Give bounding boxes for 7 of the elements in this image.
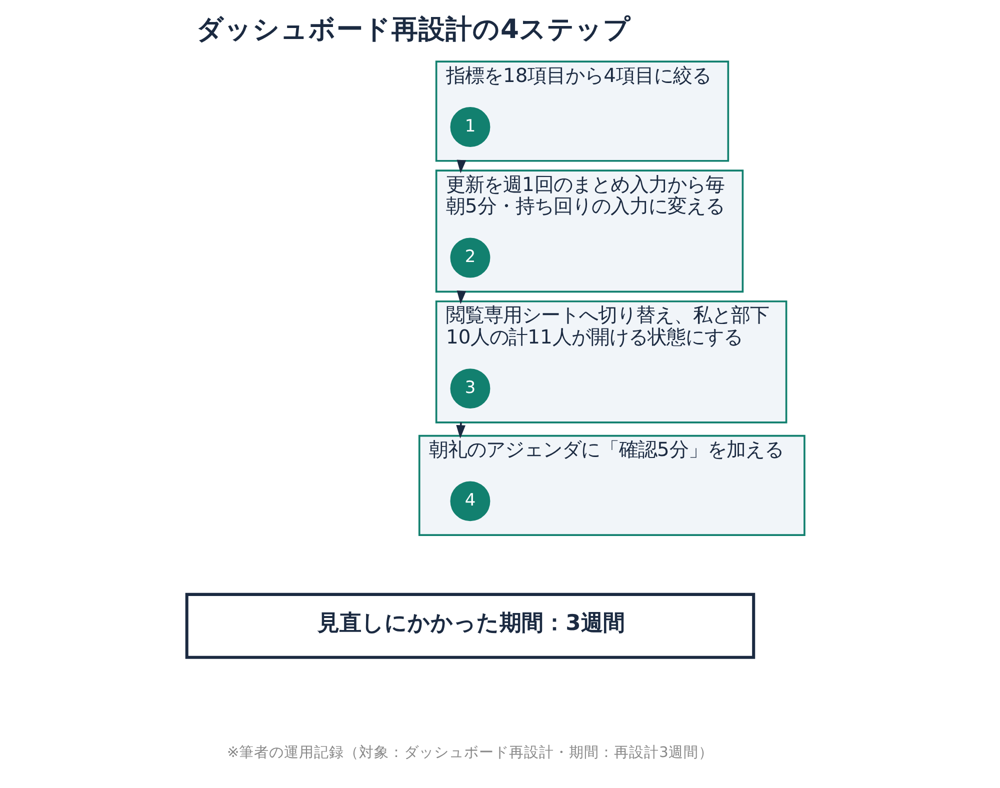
diagram-title: ダッシュボード再設計の4ステップ (196, 14, 631, 46)
node-circle: 1 (450, 106, 490, 147)
node-box: 見直しにかかった期間：3週間 (184, 592, 755, 659)
node-circle: 2 (450, 238, 490, 278)
node-circle: 3 (450, 368, 490, 409)
caption: ※筆者の運用記録（対象：ダッシュボード再設計・期間：再設計3週間） (226, 744, 713, 761)
node-circle: 4 (450, 481, 490, 522)
